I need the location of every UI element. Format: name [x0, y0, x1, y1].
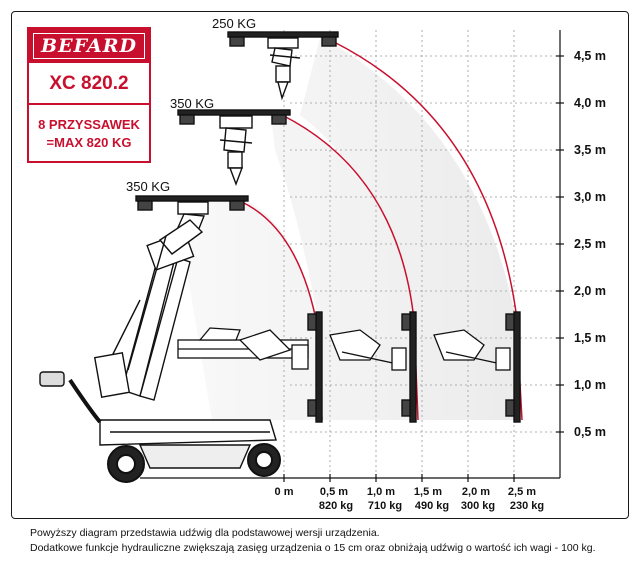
- height-label: 2,5 m: [574, 237, 606, 251]
- reach-load-label: 230 kg: [510, 500, 544, 512]
- reach-load-label: 490 kg: [415, 500, 449, 512]
- load-label-top: 250 KG: [212, 16, 256, 31]
- reach-distance-label: 2,5 m: [508, 486, 536, 498]
- spec-suction-cups: 8 PRZYSSAWEK: [38, 117, 140, 132]
- footnote-line: Powyższy diagram przedstawia udźwig dla …: [30, 527, 380, 539]
- model-name: XC 820.2: [49, 73, 129, 94]
- lifting-diagram: 4,5 m 4,0 m 3,5 m 3,0 m 2,5 m 2,0 m 1,5 …: [39, 16, 606, 512]
- footnote: Powyższy diagram przedstawia udźwig dla …: [30, 526, 620, 556]
- height-label: 1,0 m: [574, 378, 606, 392]
- vertical-frames: [307, 311, 521, 423]
- height-axis: [556, 30, 564, 478]
- suction-frame-top: [227, 31, 339, 101]
- wheels: [107, 443, 281, 483]
- chassis: [39, 371, 277, 469]
- reach-load-label: 710 kg: [368, 500, 402, 512]
- reach-distance-label: 1,0 m: [367, 486, 395, 498]
- spec-max-load: =MAX 820 KG: [46, 135, 132, 150]
- suction-frame-middle: [177, 109, 291, 186]
- height-label: 4,5 m: [574, 49, 606, 63]
- divider: [29, 103, 149, 105]
- reach-load-label: 820 kg: [319, 500, 353, 512]
- reach-arc-mid: [283, 115, 419, 421]
- logo-frame: [33, 33, 145, 59]
- height-label: 4,0 m: [574, 96, 606, 110]
- crane-boom: [93, 219, 204, 401]
- load-label-middle: 350 KG: [170, 96, 214, 111]
- reach-distance-label: 1,5 m: [414, 486, 442, 498]
- logo-text: BEFARD: [41, 35, 137, 57]
- footnote-line: Dodatkowe funkcje hydrauliczne zwiększaj…: [30, 542, 596, 554]
- height-label: 3,0 m: [574, 190, 606, 204]
- reach-distance-label: 0 m: [275, 486, 294, 498]
- brand-panel: BEFARD XC 820.2 8 PRZYSSAWEK =MAX 820 KG: [27, 27, 151, 163]
- height-label: 2,0 m: [574, 284, 606, 298]
- reach-distance-label: 2,0 m: [462, 486, 490, 498]
- reach-distance-label: 0,5 m: [320, 486, 348, 498]
- height-label: 1,5 m: [574, 331, 606, 345]
- horizontal-arm: [177, 327, 511, 371]
- height-label: 0,5 m: [574, 425, 606, 439]
- reach-arc-high: [333, 41, 523, 421]
- reach-envelope: [175, 38, 516, 420]
- befard-logo: BEFARD: [29, 29, 149, 63]
- load-label-low: 350 KG: [126, 179, 170, 194]
- reach-load-label: 300 kg: [461, 500, 495, 512]
- height-label: 3,5 m: [574, 143, 606, 157]
- reach-axis: [140, 474, 560, 482]
